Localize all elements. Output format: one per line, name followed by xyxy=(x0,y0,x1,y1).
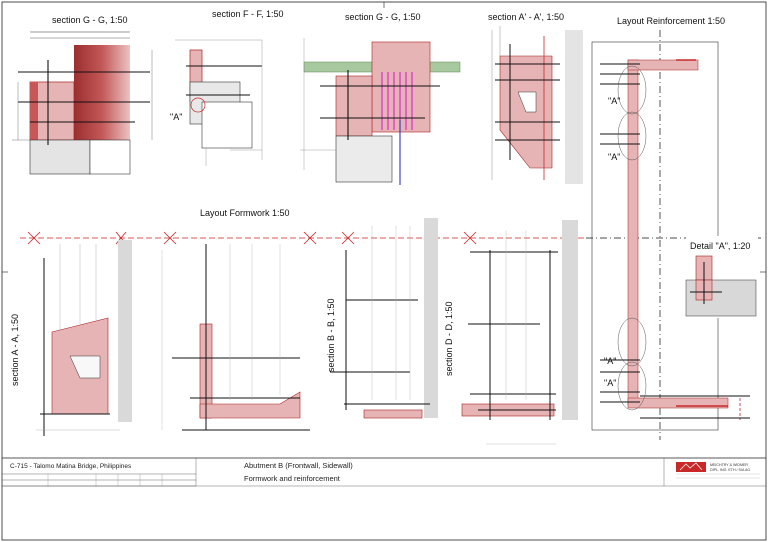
section-bb-left xyxy=(161,231,317,431)
marker-a-3: "A" xyxy=(604,356,616,366)
layout-reinforcement-title: Layout Reinforcement 1:50 xyxy=(617,16,725,26)
section-dd-title: section D - D, 1:50 xyxy=(444,301,454,376)
section-aa-prime: section A' - A', 1:50 xyxy=(488,12,583,184)
section-ff-title: section F - F, 1:50 xyxy=(212,9,284,19)
firm-name: MEICHTRY & WIDMER xyxy=(710,463,748,467)
section-gg-left-title: section G - G, 1:50 xyxy=(52,15,128,25)
section-aa-prime-title: section A' - A', 1:50 xyxy=(488,12,564,22)
section-ff: section F - F, 1:50 "A" xyxy=(170,9,284,166)
marker-a-1: "A" xyxy=(608,96,620,106)
section-gg-mid: section G - G, 1:50 xyxy=(300,12,461,185)
firm-logo xyxy=(676,462,706,472)
firm-subtitle: DIPL. ING. ETH / SIA AG xyxy=(710,468,750,472)
section-bb-title: section B - B, 1:50 xyxy=(326,298,336,372)
marker-a-2: "A" xyxy=(608,152,620,162)
marker-a-ff: "A" xyxy=(170,112,182,122)
section-gg-mid-title: section G - G, 1:50 xyxy=(345,12,421,22)
drawing-title-line2: Formwork and reinforcement xyxy=(244,474,341,483)
detail-a-title: Detail "A", 1:20 xyxy=(690,241,750,251)
section-dd: section D - D, 1:50 xyxy=(444,220,578,445)
title-block: C-715 - Talomo Matina Bridge, Philippine… xyxy=(2,457,766,487)
layout-formwork-title: Layout Formwork 1:50 xyxy=(200,208,290,218)
section-gg-left: section G - G, 1:50 xyxy=(12,15,153,175)
marker-a-4: "A" xyxy=(604,378,616,388)
drawing-title-line1: Abutment B (Frontwall, Sidewall) xyxy=(244,461,353,470)
section-bb: section B - B, 1:50 xyxy=(326,218,438,419)
section-aa: section A - A, 1:50 xyxy=(10,231,132,436)
section-aa-title: section A - A, 1:50 xyxy=(10,314,20,386)
layout-reinforcement: Layout Reinforcement 1:50 "A" "A" "A xyxy=(586,16,764,440)
project-name: C-715 - Talomo Matina Bridge, Philippine… xyxy=(10,463,132,470)
detail-a: Detail "A", 1:20 xyxy=(685,236,758,318)
